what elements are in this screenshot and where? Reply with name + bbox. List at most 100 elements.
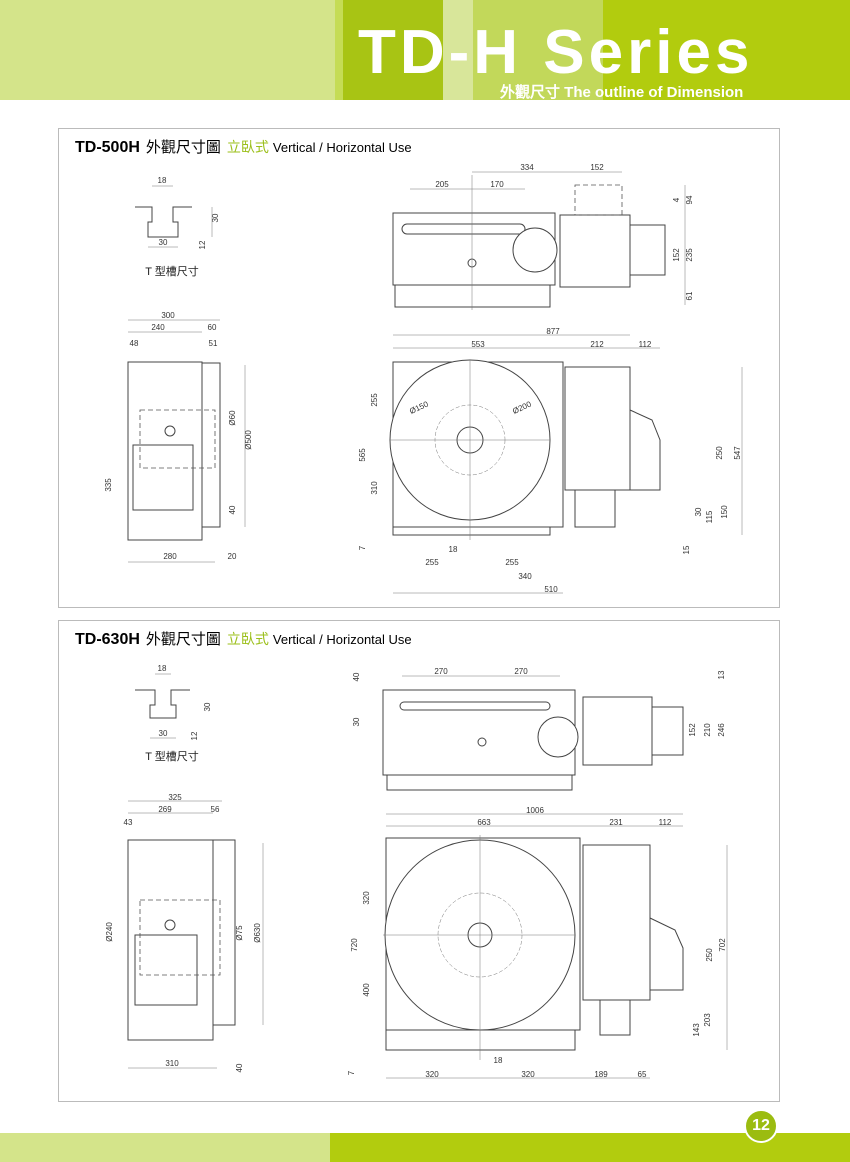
dim: 18 <box>449 545 458 554</box>
dim: 4 <box>672 197 681 202</box>
dim: 250 <box>705 948 714 962</box>
dim: 335 <box>104 478 113 492</box>
td630h-side-view: 325 269 56 43 Ø240 Ø75 Ø630 310 40 <box>105 793 264 1072</box>
dim: 320 <box>521 1070 535 1079</box>
dim: 255 <box>425 558 439 567</box>
td500h-front-view: 877 553 212 112 255 565 310 7 Ø150 Ø200 … <box>358 327 743 594</box>
dim: 246 <box>717 723 726 737</box>
dim: 269 <box>158 805 172 814</box>
use-en: Vertical / Horizontal Use <box>272 140 412 155</box>
td630h-tslot-drawing: 18 30 30 12 T 型槽尺寸 <box>135 664 212 763</box>
dim: 320 <box>362 891 371 905</box>
dim: 40 <box>352 672 361 681</box>
td630h-front-view: 1006 663 231 112 320 720 400 7 18 320 32… <box>347 806 728 1079</box>
dim: 250 <box>715 446 724 460</box>
dim: 48 <box>130 339 139 348</box>
dim: 115 <box>705 510 714 523</box>
dim: 152 <box>672 248 681 262</box>
dim: 340 <box>518 572 532 581</box>
dim: 1006 <box>526 806 544 815</box>
dim: 30 <box>352 717 361 726</box>
dim: 112 <box>659 818 672 827</box>
dim: 702 <box>718 938 727 952</box>
use-cn: 立臥式 <box>226 631 269 647</box>
dim: Ø630 <box>253 923 262 943</box>
dim: 255 <box>370 393 379 407</box>
dim: 240 <box>151 323 165 332</box>
tslot-label: T 型槽尺寸 <box>145 749 199 763</box>
dim: 150 <box>720 505 729 519</box>
dim: 255 <box>505 558 519 567</box>
dim: 20 <box>228 552 237 561</box>
dim: 61 <box>685 291 694 300</box>
page-number: 12 <box>744 1109 778 1143</box>
series-subtitle: 外觀尺寸 The outline of Dimension <box>500 84 744 101</box>
dim: 400 <box>362 983 371 997</box>
dim: 152 <box>688 723 697 737</box>
dim: 152 <box>590 163 604 172</box>
dim: 210 <box>703 723 712 737</box>
page-footer <box>0 1133 850 1162</box>
dim: 231 <box>609 818 623 827</box>
dim: 565 <box>358 448 367 462</box>
dim: 547 <box>733 446 742 460</box>
dim: 189 <box>594 1070 608 1079</box>
model-name: TD-500H <box>75 139 140 156</box>
dim: 235 <box>685 248 694 262</box>
dim: 300 <box>161 311 175 320</box>
dim: 143 <box>692 1023 701 1037</box>
dim: 56 <box>211 805 220 814</box>
td630h-top-view: 270 270 40 30 13 152 210 246 <box>352 667 726 791</box>
tslot-label: T 型槽尺寸 <box>145 264 199 278</box>
dim: 212 <box>590 340 604 349</box>
dim: 30 <box>203 702 212 711</box>
dim: 270 <box>434 667 448 676</box>
dim: 30 <box>159 729 168 738</box>
dim: 7 <box>347 1070 356 1075</box>
dim: 30 <box>211 213 220 222</box>
model-name: TD-630H <box>75 631 140 648</box>
dim: 40 <box>235 1063 244 1072</box>
dim: 310 <box>165 1059 179 1068</box>
td500h-top-view: 334 152 205 170 4 94 152 235 61 <box>392 163 694 310</box>
use-en: Vertical / Horizontal Use <box>272 632 412 647</box>
dim: 12 <box>190 731 199 740</box>
td500h-tslot-drawing: 18 30 30 12 T 型槽尺寸 <box>135 176 220 278</box>
dim: 112 <box>639 340 652 349</box>
dim: 94 <box>685 195 694 204</box>
dim: 170 <box>490 180 504 189</box>
dim: 65 <box>638 1070 647 1079</box>
dim: 720 <box>350 938 359 952</box>
dim: 510 <box>544 585 558 594</box>
dim: 12 <box>198 240 207 249</box>
dim: 280 <box>163 552 177 561</box>
dim: 13 <box>717 670 726 679</box>
dim: 270 <box>514 667 528 676</box>
dim: 334 <box>520 163 534 172</box>
dim: 205 <box>435 180 449 189</box>
dim: 40 <box>228 505 237 514</box>
page-header: TD-H Series 外觀尺寸 The outline of Dimensio… <box>0 0 850 101</box>
dim: 18 <box>158 176 167 185</box>
dim: 15 <box>682 545 691 554</box>
dim: Ø500 <box>244 430 253 450</box>
dim: Ø240 <box>105 922 114 942</box>
dim: 325 <box>168 793 182 802</box>
dim: 877 <box>546 327 560 336</box>
dim: 553 <box>471 340 485 349</box>
dim: 663 <box>477 818 491 827</box>
dim: 18 <box>158 664 167 673</box>
title-cn: 外觀尺寸圖 <box>145 139 221 156</box>
dim: Ø75 <box>235 925 244 941</box>
title-cn: 外觀尺寸圖 <box>145 631 221 648</box>
dim: Ø60 <box>228 410 237 426</box>
dim: 18 <box>494 1056 503 1065</box>
use-cn: 立臥式 <box>226 139 269 155</box>
dim: 51 <box>209 339 218 348</box>
dim: 60 <box>208 323 217 332</box>
dim: 203 <box>703 1013 712 1027</box>
td500h-side-view: 300 240 60 48 51 Ø60 Ø500 335 40 280 20 <box>104 311 253 563</box>
